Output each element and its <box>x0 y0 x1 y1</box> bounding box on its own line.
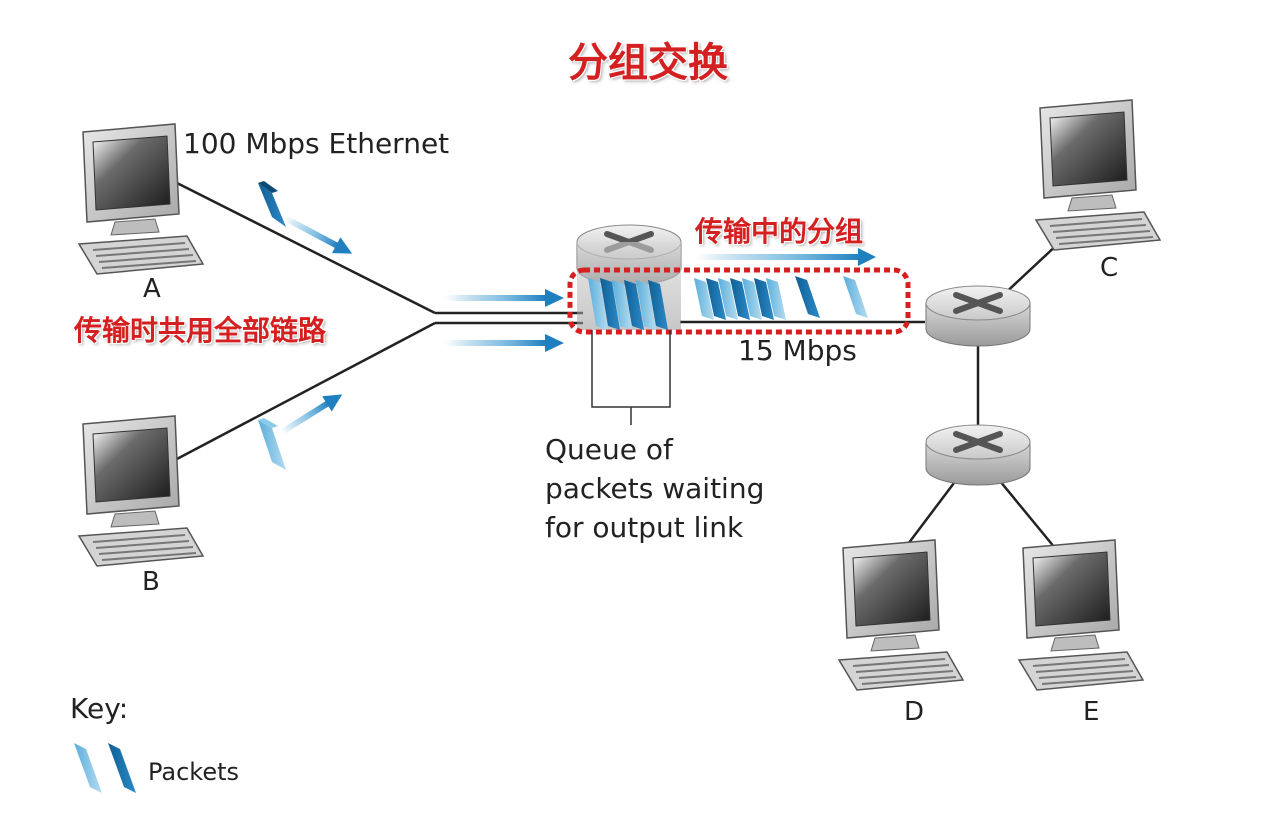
router-c <box>926 286 1030 346</box>
links <box>174 181 1076 549</box>
page-title: 分组交换 <box>568 40 728 86</box>
key-packet-icon <box>74 743 136 793</box>
computer-b <box>78 415 204 567</box>
output-link-label: 15 Mbps <box>738 334 857 367</box>
in-transit-annotation: 传输中的分组 <box>695 215 864 248</box>
host-label-b: B <box>142 567 160 597</box>
queue-caption: Queue of packets waiting for output link <box>545 430 764 547</box>
shared-link-annotation: 传输时共用全部链路 <box>74 314 327 347</box>
computer-c <box>1035 99 1161 251</box>
computer-e <box>1018 539 1144 691</box>
router-lower <box>926 425 1030 485</box>
transit-highlight-box <box>567 267 911 335</box>
packet-b <box>258 418 286 470</box>
host-label-a: A <box>143 274 161 304</box>
host-label-d: D <box>904 697 925 727</box>
queue-caption-line-1: Queue of <box>545 433 673 466</box>
queue-bracket <box>591 330 671 425</box>
host-label-e: E <box>1083 697 1100 727</box>
transit-packets <box>694 276 868 320</box>
flow-arrows <box>280 215 876 435</box>
ethernet-label: 100 Mbps Ethernet <box>183 127 450 160</box>
queue-caption-line-2: packets waiting <box>545 472 765 505</box>
computer-d <box>838 539 964 691</box>
key-packets-label: Packets <box>148 758 240 786</box>
key-heading: Key: <box>70 692 129 725</box>
host-label-c: C <box>1100 253 1119 283</box>
queued-packets <box>588 278 668 330</box>
packet-a <box>258 181 286 227</box>
queue-caption-line-3: for output link <box>545 511 744 544</box>
